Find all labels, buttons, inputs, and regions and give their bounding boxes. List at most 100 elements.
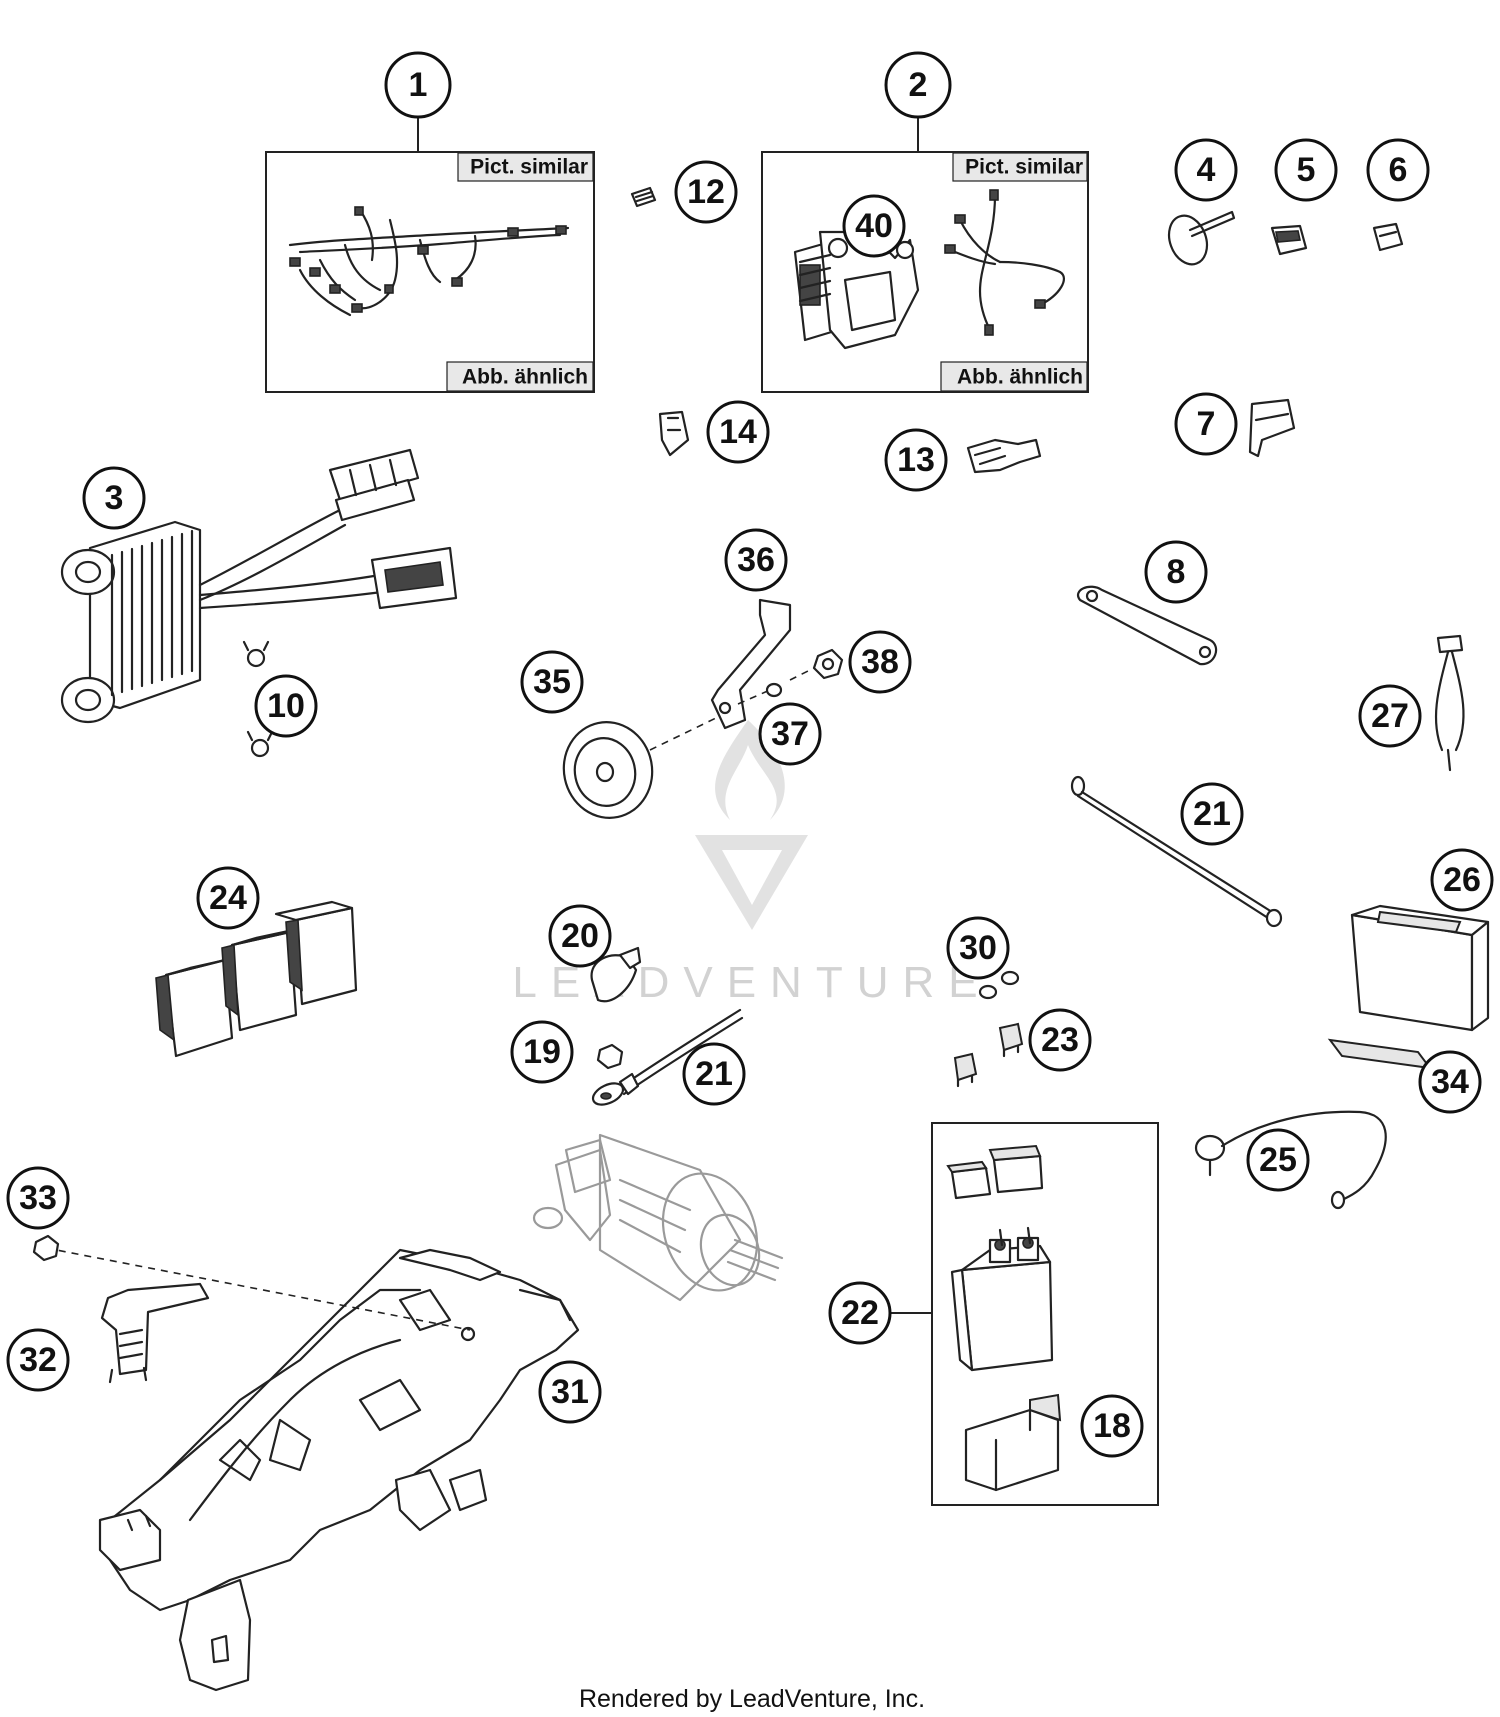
callout-20: 20 [548, 904, 612, 968]
callout-30: 30 [946, 916, 1010, 980]
callout-37: 37 [758, 702, 822, 766]
callout-label: 35 [533, 663, 571, 701]
ground-cable-part-21-top [1070, 775, 1283, 928]
electrical-tray-part [45, 1247, 580, 1692]
nut-part-19 [596, 1043, 624, 1070]
callout-4: 4 [1174, 138, 1238, 202]
starter-cable-part-21-bottom [591, 1008, 744, 1106]
relay-set-part-24 [155, 900, 358, 1058]
callout-5: 5 [1274, 138, 1338, 202]
callout-label: 8 [1167, 553, 1186, 591]
callout-23: 23 [1028, 1008, 1092, 1072]
callout-8: 8 [1144, 540, 1208, 604]
callout-6: 6 [1366, 138, 1430, 202]
watermark: LEADVENTURE [512, 720, 991, 1007]
callout-22: 22 [828, 1281, 892, 1345]
callout-label: 21 [1193, 795, 1231, 833]
callout-label: 32 [19, 1341, 57, 1379]
callout-40: 40 [842, 194, 906, 258]
callout-label: 6 [1389, 151, 1408, 189]
starter-relay-box [890, 1122, 1159, 1506]
relay-caps-part [946, 1144, 1044, 1200]
bolts-part-10 [242, 640, 274, 758]
washer-part-37 [765, 682, 783, 698]
watermark-v-logo-icon [695, 835, 808, 930]
bracket-part-8 [1077, 585, 1218, 666]
callout-26: 26 [1430, 848, 1494, 912]
callout-label: 4 [1197, 151, 1216, 189]
callout-25: 25 [1246, 1128, 1310, 1192]
relay-part-7 [1248, 398, 1296, 458]
callout-label: 5 [1297, 151, 1316, 189]
callout-35: 35 [520, 650, 584, 714]
footer-credit: Rendered by LeadVenture, Inc. [579, 1685, 925, 1713]
callout-label: 21 [695, 1055, 733, 1093]
callout-label: 12 [687, 173, 725, 211]
clip-part-6 [1372, 222, 1404, 252]
callout-label: 20 [561, 917, 599, 955]
pad-part-34 [1327, 1038, 1433, 1070]
callout-7: 7 [1174, 392, 1238, 456]
callout-label: 23 [1041, 1021, 1079, 1059]
switch-box-label-top: Pict. similar [965, 156, 1083, 179]
cable-tie-part-27 [1434, 634, 1465, 772]
callout-label: 38 [861, 643, 899, 681]
callout-2: 2 [884, 51, 952, 119]
callout-3: 3 [82, 466, 146, 530]
relay-cover-part-18 [964, 1393, 1062, 1492]
starter-motor-part [532, 1133, 784, 1302]
callout-13: 13 [884, 428, 948, 492]
callout-14: 14 [706, 400, 770, 464]
voltage-regulator-part [60, 448, 458, 724]
callout-18: 18 [1080, 1394, 1144, 1458]
switch-box: Pict. similar Abb. ähnlich [761, 151, 1089, 393]
callout-24: 24 [196, 866, 260, 930]
callout-label: 36 [737, 541, 775, 579]
callout-label: 22 [841, 1294, 879, 1332]
callout-label: 14 [719, 413, 757, 451]
callout-label: 1 [409, 66, 428, 104]
wiring-harness-part [288, 206, 570, 317]
connector-part-14 [658, 410, 690, 457]
sensor-part-32 [100, 1282, 210, 1384]
cable-tie-part-4 [1167, 210, 1236, 266]
callout-label: 34 [1431, 1063, 1469, 1101]
nut-part-33 [32, 1234, 60, 1262]
callout-21a: 21 [1180, 782, 1244, 846]
callout-label: 30 [959, 929, 997, 967]
callout-label: 13 [897, 441, 935, 479]
connector-part-13 [966, 438, 1042, 474]
bulb-part-12 [630, 186, 657, 208]
harness-box-label-bottom: Abb. ähnlich [462, 366, 588, 389]
callout-label: 3 [105, 479, 124, 517]
horn-part [562, 717, 717, 819]
callout-32: 32 [6, 1328, 70, 1392]
callout-12: 12 [674, 160, 738, 224]
screws-part-30 [978, 970, 1020, 1000]
callout-31: 31 [538, 1360, 602, 1424]
callout-38: 38 [848, 630, 912, 694]
boot-part-20 [590, 946, 642, 1003]
callout-label: 7 [1197, 405, 1216, 443]
nut-part-38 [812, 648, 844, 680]
callout-10: 10 [254, 674, 318, 738]
callout-label: 37 [771, 715, 809, 753]
callout-label: 31 [551, 1373, 589, 1411]
watermark-text: LEADVENTURE [512, 958, 991, 1007]
clip-part-5 [1270, 224, 1308, 256]
callout-label: 10 [267, 687, 305, 725]
harness-box-label-top: Pict. similar [470, 156, 588, 179]
callout-label: 18 [1093, 1407, 1131, 1445]
callout-34: 34 [1418, 1050, 1482, 1114]
callout-label: 27 [1371, 697, 1409, 735]
callout-33: 33 [6, 1166, 70, 1230]
starter-relay-part [950, 1226, 1054, 1372]
switch-wiring-part [944, 189, 1065, 336]
callout-36: 36 [724, 528, 788, 592]
switch-box-label-bottom: Abb. ähnlich [957, 366, 1083, 389]
callout-1: 1 [384, 51, 452, 119]
callout-label: 25 [1259, 1141, 1297, 1179]
fuses-part-23 [953, 1022, 1024, 1088]
harness-box: Pict. similar Abb. ähnlich [265, 151, 595, 393]
